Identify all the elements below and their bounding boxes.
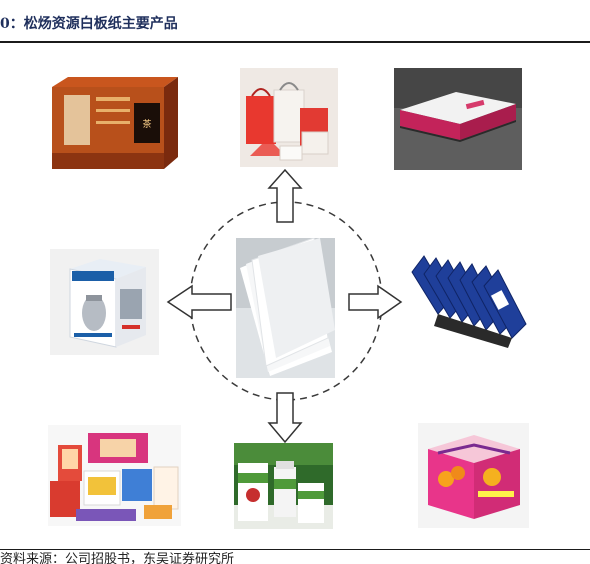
product-image-white-gift-box [394,68,522,170]
product-image-toy-and-food-boxes [48,425,181,526]
arrow-up-icon [267,168,303,223]
title-divider [0,41,590,43]
product-image-appliance-packaging-box [50,249,159,355]
figure-source: 资料来源：公司招股书，东吴证券研究所 [0,552,235,564]
arrow-left-icon [166,284,232,320]
source-divider [0,549,590,550]
arrow-right-icon [348,284,403,320]
product-image-health-supplement-bottles [234,443,333,529]
product-image-white-paperboard-sheets [236,238,335,378]
product-image-fruit-gift-box [418,423,529,528]
arrow-down-icon [267,392,303,444]
product-image-blue-document-envelopes [410,250,532,353]
product-image-paper-shopping-bags [240,68,338,167]
svg-text:茶: 茶 [142,118,151,130]
product-image-tea-gift-box: 茶 [46,73,183,172]
figure-title: 0：松炀资源白板纸主要产品 [0,16,178,32]
